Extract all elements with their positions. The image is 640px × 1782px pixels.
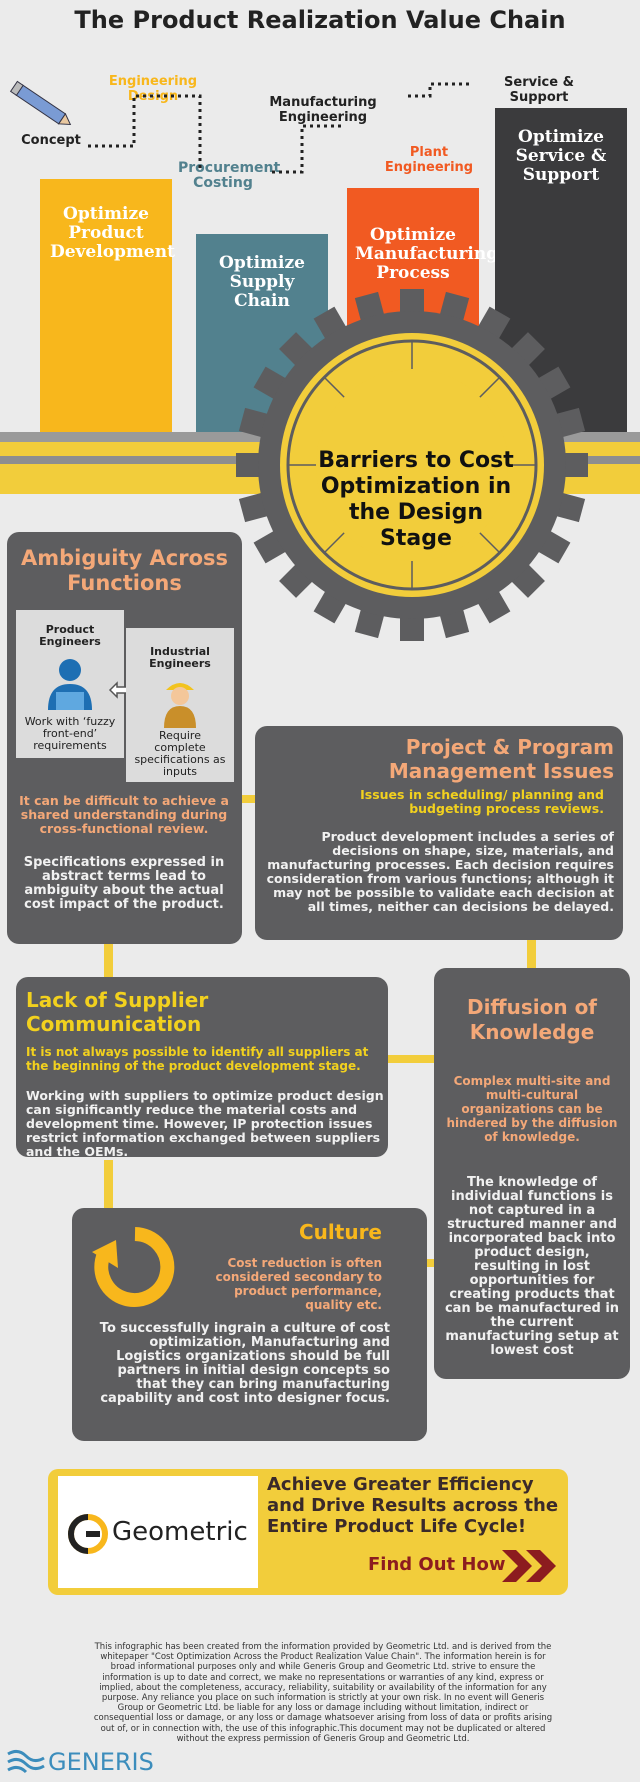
product-engineers-title: Product Engineers — [39, 623, 101, 648]
chevrons-icon — [502, 1550, 556, 1582]
bar-supply-label: Optimize Supply Chain — [219, 253, 305, 311]
bar-supply-chain: Optimize Supply Chain — [196, 234, 328, 442]
ambiguity-highlight: It can be difficult to achieve a shared … — [19, 793, 229, 836]
page-title: The Product Realization Value Chain — [74, 6, 566, 34]
culture-highlight: Cost reduction is often considered secon… — [215, 1256, 382, 1312]
culture-heading: Culture — [299, 1220, 382, 1244]
stage-manufacturing-engineering: Manufacturing Engineering — [269, 95, 377, 125]
connector-supplier-knowledge — [378, 1055, 434, 1063]
connector-ambiguity-supplier — [104, 938, 113, 984]
supplier-highlight: It is not always possible to identify al… — [26, 1045, 369, 1073]
ambiguity-body: Specifications expressed in abstract ter… — [23, 855, 225, 912]
supplier-body: Working with suppliers to optimize produ… — [26, 1088, 384, 1159]
bar-product-development: Optimize Product Development — [40, 179, 175, 441]
gear-icon — [236, 289, 588, 641]
product-engineers-text: Work with ‘fuzzy front-end’ requirements — [24, 715, 116, 752]
generis-brand: GENERIS — [48, 1748, 154, 1776]
stage-service-support: Service & Support — [504, 75, 574, 105]
bar-product-label: Optimize Product Development — [50, 204, 175, 262]
generis-logo-icon — [7, 1749, 45, 1774]
project-card — [255, 726, 623, 940]
cta-button[interactable]: Find Out How — [368, 1550, 564, 1582]
project-heading: Project & Program Management Issues — [388, 735, 614, 783]
stage-concept: Concept — [21, 133, 81, 148]
bar-service-label: Optimize Service & Support — [515, 127, 607, 185]
connector-culture-knowledge — [420, 1259, 444, 1267]
cta-button-label: Find Out How — [368, 1554, 506, 1575]
project-body: Product development includes a series of… — [266, 829, 614, 914]
stage-procurement-costing: Procurement Costing — [178, 160, 281, 191]
worker-icon — [164, 683, 196, 728]
industrial-engineers-title: Industrial Engineers — [149, 645, 211, 670]
knowledge-heading: Diffusion of Knowledge — [466, 995, 598, 1044]
connector-project-knowledge — [527, 928, 536, 974]
engineer-laptop-icon — [48, 659, 92, 710]
supplier-card — [16, 977, 388, 1157]
value-chain-path — [88, 82, 470, 174]
geometric-logo: Geometric — [58, 1476, 258, 1588]
stage-plant-engineering: Plant Engineering — [384, 145, 474, 175]
knowledge-body: The knowledge of individual functions is… — [444, 1175, 620, 1358]
industrial-engineers-text: Require complete specifications as input… — [134, 729, 226, 778]
connector-supplier-culture — [104, 1160, 113, 1208]
project-highlight: Issues in scheduling/ planning and budge… — [360, 787, 604, 816]
pencil-icon — [9, 80, 72, 125]
knowledge-highlight: Complex multi-site and multi-cultural or… — [446, 1074, 618, 1144]
supplier-heading: Lack of Supplier Communication — [26, 988, 209, 1036]
disclaimer: This infographic has been created from t… — [93, 1642, 553, 1744]
culture-card — [72, 1208, 427, 1441]
bar-manufacturing-label: Optimize Manufacturing Process — [355, 225, 499, 283]
geometric-logo-mark — [68, 1514, 108, 1554]
industrial-engineers-box: Industrial Engineers Require complete sp… — [126, 628, 234, 782]
cta-headline: Achieve Greater Efficiency and Drive Res… — [267, 1474, 559, 1537]
gear-title: Barriers to Cost Optimization in the Des… — [318, 448, 514, 551]
cycle-arrow-icon — [92, 1227, 175, 1307]
product-engineers-box: Product Engineers Work with ‘fuzzy front… — [16, 610, 124, 758]
geometric-logo-text: Geometric — [112, 1517, 248, 1547]
ambiguity-heading: Ambiguity Across Functions — [20, 546, 229, 595]
culture-body: To successfully ingrain a culture of cos… — [99, 1321, 390, 1406]
knowledge-card — [434, 968, 630, 1379]
